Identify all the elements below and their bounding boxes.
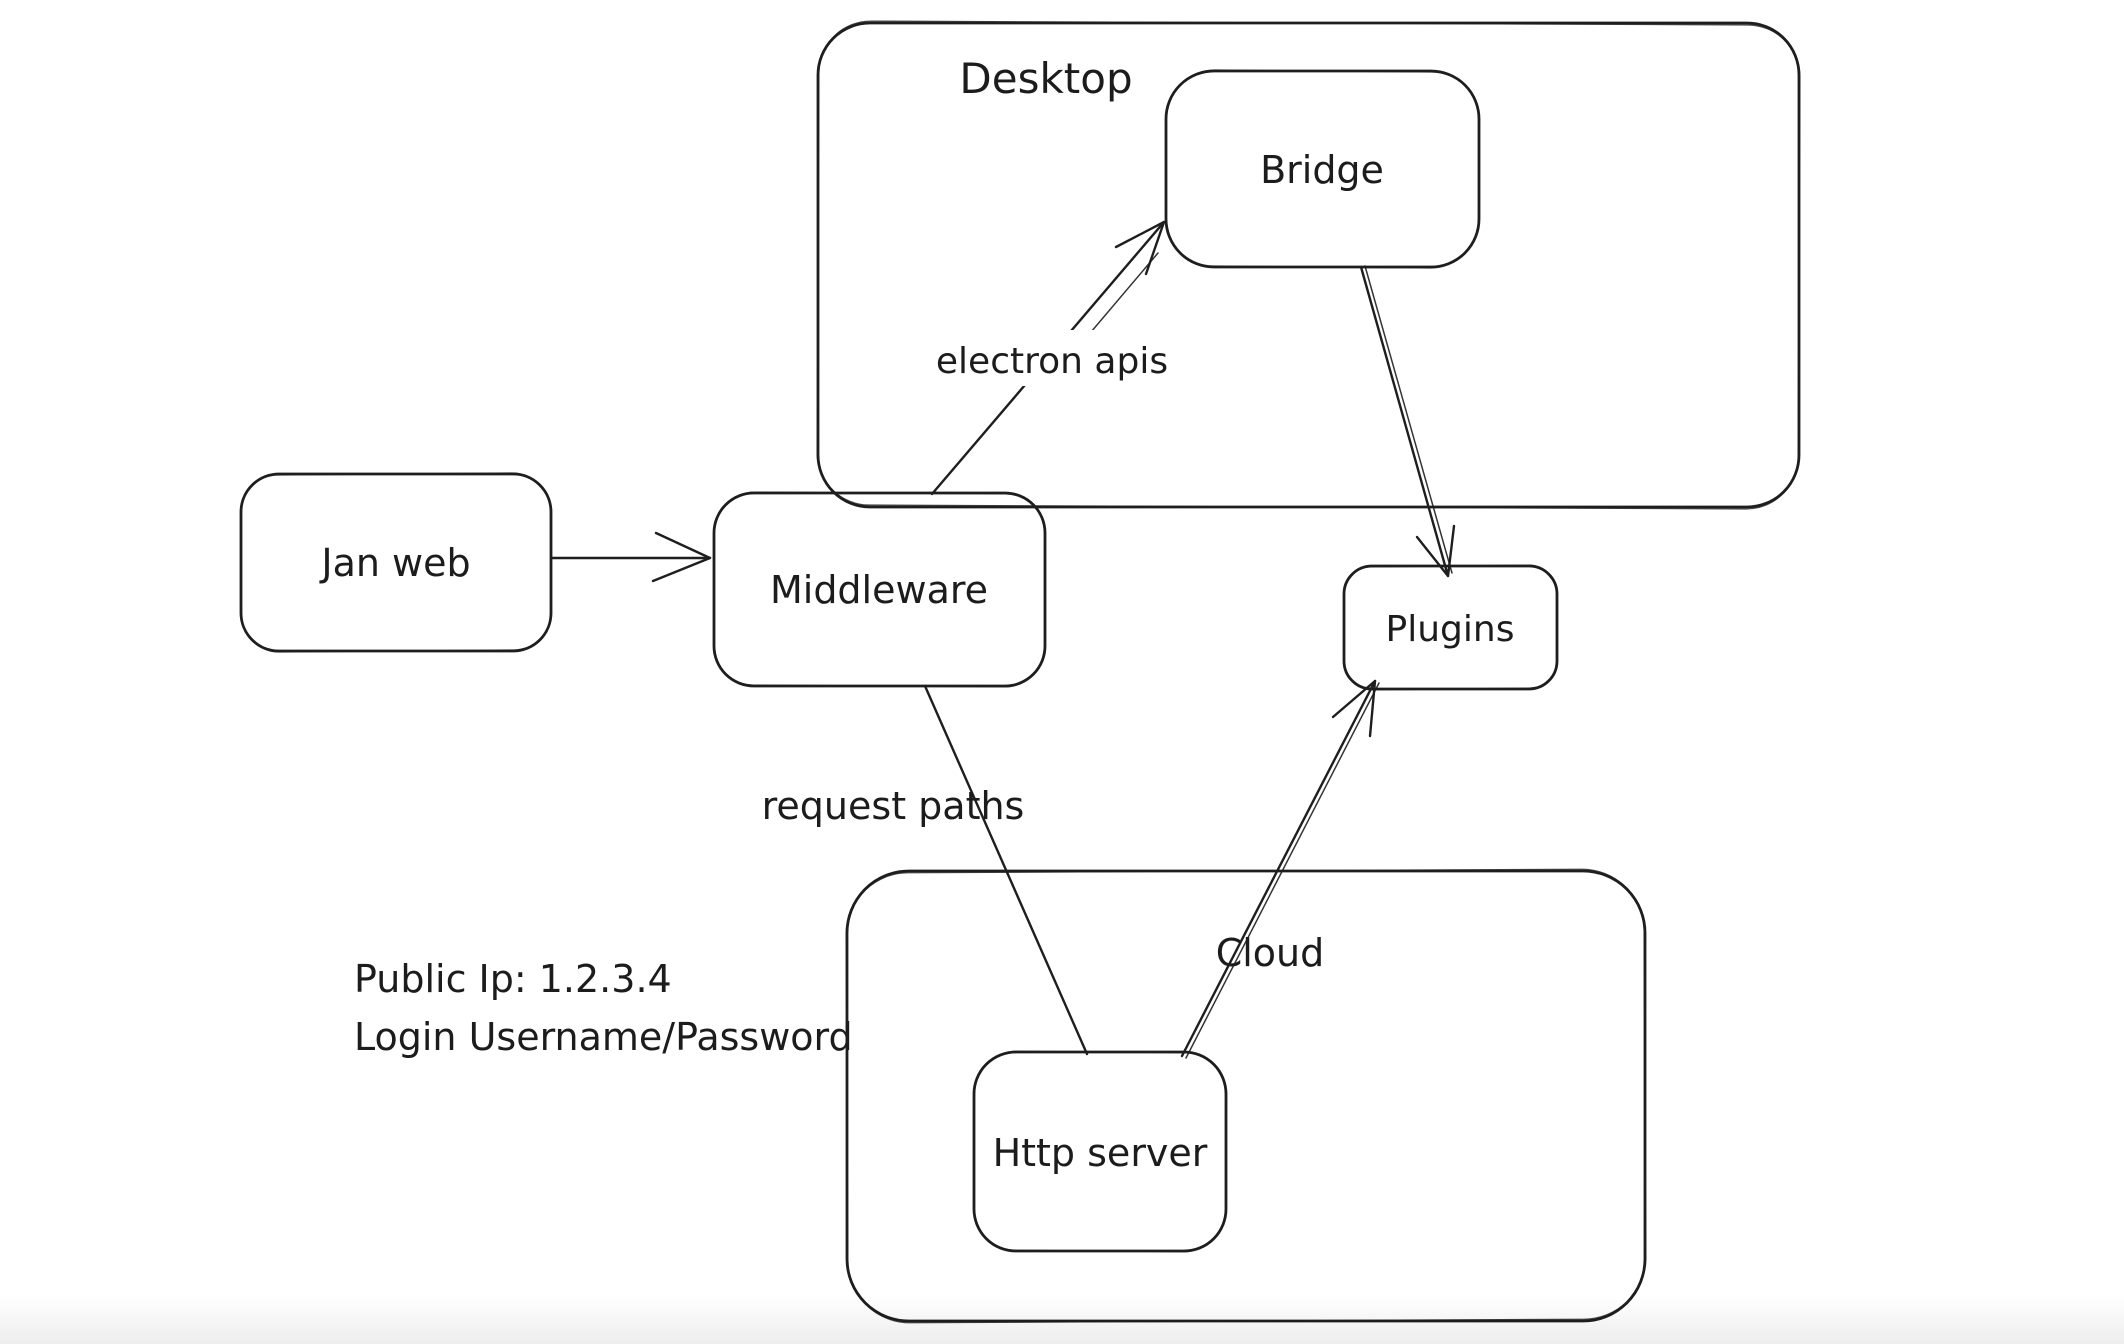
edge-httpserver-plugins	[1180, 679, 1380, 1059]
middleware-box-sketch	[712, 491, 1047, 688]
note-login-credentials: Login Username/Password	[354, 1015, 853, 1059]
edge-middleware-httpserver: request paths	[762, 684, 1089, 1056]
edge-bridge-plugins-line-sketch	[1364, 265, 1453, 574]
edge-middleware-httpserver-line	[923, 684, 1089, 1056]
node-http-server: Http server	[972, 1050, 1228, 1253]
edge-janweb-middleware-arrowhead	[651, 531, 712, 583]
http-server-label: Http server	[993, 1131, 1208, 1175]
node-middleware: Middleware	[712, 491, 1047, 688]
jan-web-box-sketch	[239, 472, 553, 653]
electron-apis-label-background	[927, 330, 1177, 386]
edge-httpserver-plugins-line	[1180, 679, 1377, 1058]
node-jan-web: Jan web	[239, 472, 553, 653]
edge-middleware-bridge-arrowhead	[1114, 220, 1166, 276]
desktop-container-box-sketch	[816, 20, 1801, 510]
edge-httpserver-plugins-line-sketch	[1185, 682, 1380, 1059]
cloud-container: Cloud	[845, 868, 1647, 1324]
bridge-box-sketch	[1164, 69, 1481, 269]
cloud-container-box-sketch	[845, 868, 1647, 1324]
note-public-ip: Public Ip: 1.2.3.4	[354, 957, 672, 1001]
middleware-label: Middleware	[770, 568, 988, 612]
edge-middleware-bridge-line-sketch	[1079, 252, 1159, 346]
edge-middleware-bridge: electron apis	[927, 220, 1177, 496]
edge-bridge-plugins	[1359, 265, 1456, 578]
http-server-box-sketch	[972, 1050, 1228, 1253]
node-bridge: Bridge	[1164, 69, 1481, 269]
bridge-label: Bridge	[1260, 148, 1384, 192]
desktop-container: Desktop	[816, 20, 1801, 510]
electron-apis-edge-label: electron apis	[936, 341, 1168, 382]
edge-httpserver-plugins-arrowhead	[1331, 679, 1377, 738]
edge-janweb-middleware	[550, 531, 712, 583]
desktop-container-label: Desktop	[959, 54, 1132, 103]
edge-bridge-plugins-arrowhead	[1415, 524, 1456, 578]
node-plugins: Plugins	[1342, 564, 1559, 691]
notes-annotation: Public Ip: 1.2.3.4 Login Username/Passwo…	[354, 957, 853, 1059]
request-paths-edge-label: request paths	[762, 784, 1025, 828]
edge-bridge-plugins-line	[1359, 265, 1450, 578]
jan-web-label: Jan web	[319, 541, 470, 585]
plugins-label: Plugins	[1386, 609, 1515, 650]
